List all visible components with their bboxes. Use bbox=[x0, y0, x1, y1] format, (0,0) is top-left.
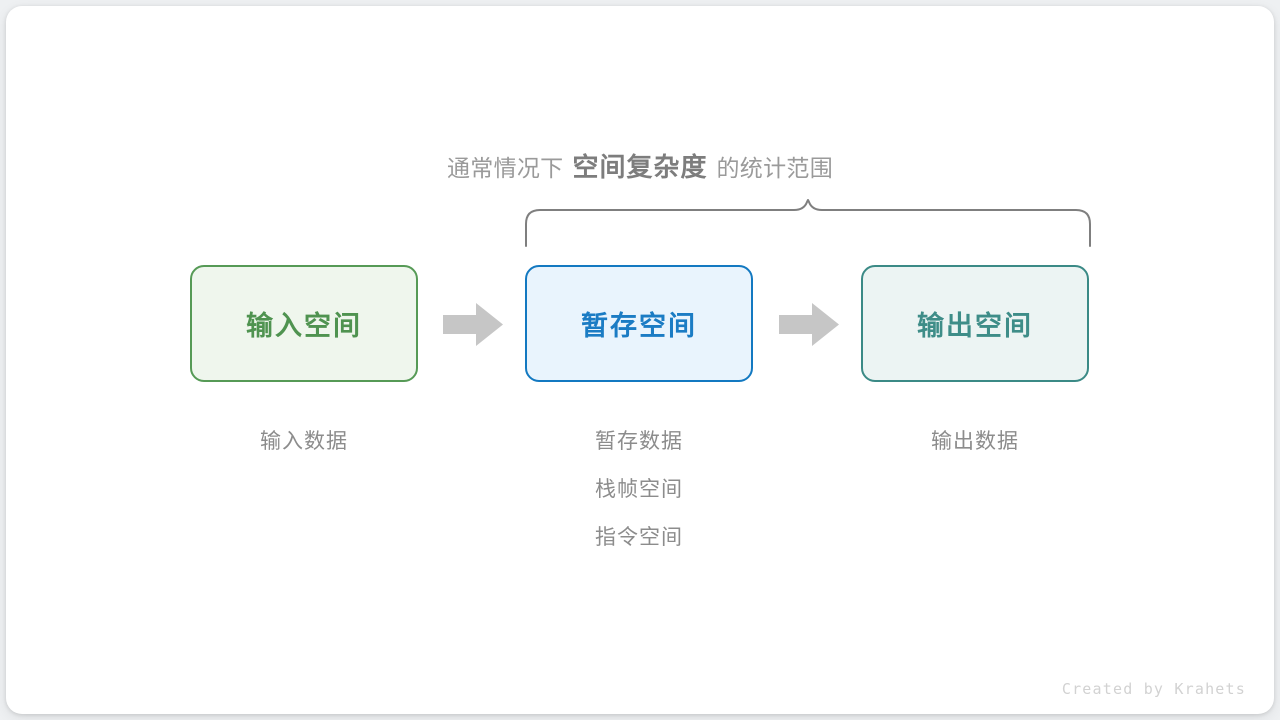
caption-line: 暂存数据 bbox=[595, 430, 683, 453]
headline-emphasis: 空间复杂度 bbox=[572, 152, 708, 182]
curly-brace bbox=[518, 198, 1098, 248]
caption-line: 输入数据 bbox=[260, 430, 348, 453]
box-output-space-label: 输出空间 bbox=[917, 311, 1033, 341]
box-temp-space-label: 暂存空间 bbox=[581, 311, 697, 341]
arrow-temp-to-output-icon bbox=[779, 303, 839, 346]
box-output-space[interactable]: 输出空间 bbox=[861, 265, 1089, 382]
box-input-space[interactable]: 输入空间 bbox=[190, 265, 418, 382]
caption-column-temp: 暂存数据 栈帧空间 指令空间 bbox=[525, 418, 753, 562]
flow-row: 输入空间 暂存空间 输出空间 bbox=[190, 265, 1090, 382]
headline-suffix: 的统计范围 bbox=[716, 155, 833, 181]
headline-prefix: 通常情况下 bbox=[446, 155, 564, 181]
arrow-input-to-temp-icon bbox=[443, 303, 503, 346]
watermark: Created by Krahets bbox=[1061, 680, 1246, 698]
box-temp-space[interactable]: 暂存空间 bbox=[525, 265, 753, 382]
caption-line: 栈帧空间 bbox=[595, 478, 683, 501]
caption-line: 输出数据 bbox=[931, 430, 1019, 453]
caption-column-input: 输入数据 bbox=[190, 418, 418, 466]
headline: 通常情况下空间复杂度的统计范围 bbox=[0, 150, 1280, 185]
caption-line: 指令空间 bbox=[595, 526, 683, 549]
box-input-space-label: 输入空间 bbox=[246, 311, 362, 341]
caption-column-output: 输出数据 bbox=[861, 418, 1089, 466]
caption-row: 输入数据 暂存数据 栈帧空间 指令空间 输出数据 bbox=[190, 418, 1090, 568]
